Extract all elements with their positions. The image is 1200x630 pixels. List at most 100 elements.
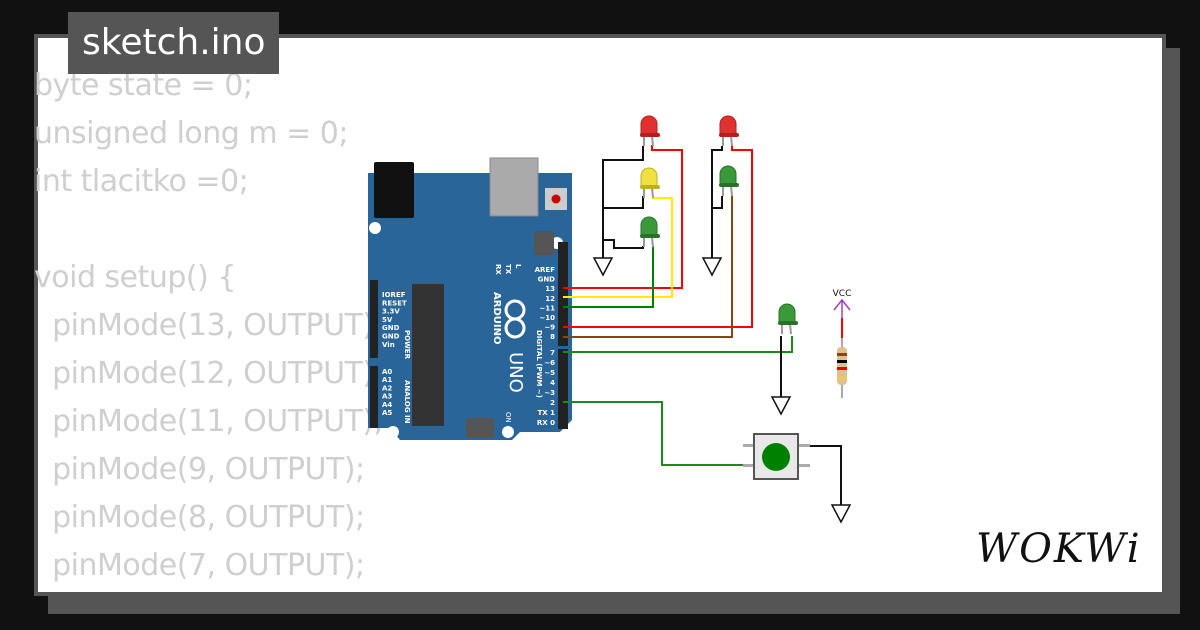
wire-gnd-1[interactable] bbox=[602, 146, 644, 258]
pin-label: TX 1 bbox=[538, 409, 556, 417]
code-line: pinMode(12, OUTPUT); bbox=[34, 356, 384, 391]
resistor-band bbox=[837, 367, 847, 370]
led-red[interactable] bbox=[640, 115, 660, 147]
arduino-logo-right bbox=[504, 317, 526, 339]
wire-gnd-5[interactable] bbox=[712, 196, 723, 209]
wire-gnd-2[interactable] bbox=[603, 196, 644, 209]
pin-label: GND bbox=[382, 333, 400, 341]
wokwi-logo: WOKWi bbox=[976, 526, 1142, 572]
wire-gnd-4[interactable] bbox=[711, 146, 723, 258]
ground-icon bbox=[830, 504, 852, 524]
led-yellow[interactable] bbox=[640, 167, 660, 199]
led-green[interactable] bbox=[778, 303, 798, 335]
pin-label: 5V bbox=[382, 316, 393, 324]
vcc-label: VCC bbox=[833, 289, 852, 299]
wire-pin9[interactable] bbox=[563, 145, 753, 328]
wire-pin12[interactable] bbox=[563, 197, 673, 298]
button-cap[interactable] bbox=[762, 443, 790, 471]
atmega-chip bbox=[412, 284, 444, 426]
pin-label: 4 bbox=[550, 379, 555, 387]
pin-label: 13 bbox=[545, 285, 555, 293]
mount-hole bbox=[502, 426, 514, 438]
resistor-body bbox=[837, 347, 847, 385]
icsp-header-2 bbox=[466, 418, 494, 438]
button-leg bbox=[743, 444, 755, 447]
wire-pin2[interactable] bbox=[563, 401, 745, 466]
wire-pin7[interactable] bbox=[563, 336, 793, 353]
pin-label: Vin bbox=[382, 341, 395, 349]
code-line: pinMode(8, OUTPUT); bbox=[34, 500, 365, 535]
code-line: void setup() { bbox=[34, 260, 236, 295]
digital-header-bottom bbox=[558, 349, 568, 429]
pin-label: 7 bbox=[550, 349, 555, 357]
pin-label: A1 bbox=[382, 376, 392, 384]
led-green[interactable] bbox=[719, 165, 739, 197]
wire-pin11[interactable] bbox=[563, 246, 654, 308]
resistor-band bbox=[837, 360, 847, 363]
preview-panel bbox=[34, 34, 1166, 596]
power-header bbox=[370, 280, 378, 358]
resistor-band bbox=[837, 353, 847, 356]
mount-hole bbox=[369, 222, 381, 234]
pin-label: 8 bbox=[550, 333, 555, 341]
code-line: pinMode(13, OUTPUT); bbox=[34, 308, 384, 343]
pin-label: 3.3V bbox=[382, 308, 400, 316]
pin-label: A3 bbox=[382, 393, 392, 401]
power-jack bbox=[374, 162, 414, 218]
ground-icon bbox=[592, 257, 614, 277]
pin-label: GND bbox=[538, 276, 556, 284]
pin-label: RX 0 bbox=[537, 419, 555, 427]
pushbutton[interactable] bbox=[743, 433, 810, 480]
pin-label: ~9 bbox=[544, 324, 555, 332]
pin-label: GND bbox=[382, 324, 400, 332]
on-label: ON bbox=[504, 412, 512, 423]
pin-label: A2 bbox=[382, 384, 392, 392]
pin-label: 2 bbox=[550, 399, 555, 407]
pin-label: A4 bbox=[382, 401, 392, 409]
ground-icon bbox=[770, 396, 792, 416]
arduino-brand: ARDUINO bbox=[491, 292, 502, 344]
ground-icon bbox=[701, 257, 723, 277]
pin-label: ~10 bbox=[539, 314, 555, 322]
wires bbox=[563, 145, 843, 505]
resistor-band bbox=[837, 377, 847, 380]
wire-gnd-7[interactable] bbox=[810, 445, 842, 505]
led-red[interactable] bbox=[719, 115, 739, 147]
reset-button-cap bbox=[551, 194, 561, 204]
resistor[interactable] bbox=[837, 338, 847, 398]
button-leg bbox=[798, 444, 810, 447]
led-indicator-label: TX bbox=[504, 264, 512, 275]
digital-header-top bbox=[558, 242, 568, 346]
pin-label: AREF bbox=[535, 266, 556, 274]
code-line: pinMode(11, OUTPUT); bbox=[34, 404, 384, 439]
code-line: pinMode(9, OUTPUT); bbox=[34, 452, 365, 487]
digital-label: DIGITAL (PWM ~) bbox=[535, 330, 543, 398]
power-label: POWER bbox=[403, 330, 411, 360]
button-leg bbox=[743, 464, 755, 467]
wire-pin13[interactable] bbox=[563, 145, 683, 289]
pin-label: 12 bbox=[545, 295, 555, 303]
pin-label: ~3 bbox=[544, 389, 555, 397]
pin-label: A0 bbox=[382, 368, 392, 376]
pin-label: ~11 bbox=[539, 304, 555, 312]
mount-hole bbox=[387, 426, 399, 438]
led-green[interactable] bbox=[640, 216, 660, 248]
pin-label: RESET bbox=[382, 299, 407, 307]
icsp-header bbox=[534, 231, 554, 255]
pin-label: ~6 bbox=[544, 359, 555, 367]
analog-label: ANALOG IN bbox=[403, 380, 411, 424]
wire-gnd-3[interactable] bbox=[603, 239, 644, 249]
arduino-model: UNO bbox=[505, 352, 526, 393]
arduino-uno[interactable]: IOREFRESET3.3V5VGNDGNDVinA0A1A2A3A4A5ARE… bbox=[368, 157, 572, 440]
pin-label: ~5 bbox=[544, 369, 555, 377]
usb-port bbox=[489, 157, 539, 217]
wire-pin8[interactable] bbox=[563, 196, 733, 338]
code-line: int tlacitko =0; bbox=[34, 164, 249, 199]
file-title-tab: sketch.ino bbox=[68, 12, 280, 74]
code-line: unsigned long m = 0; bbox=[34, 116, 349, 151]
analog-header bbox=[370, 366, 378, 428]
led-indicator-label: L bbox=[514, 264, 522, 269]
pin-label: A5 bbox=[382, 409, 392, 417]
code-line: pinMode(7, OUTPUT); bbox=[34, 548, 365, 583]
